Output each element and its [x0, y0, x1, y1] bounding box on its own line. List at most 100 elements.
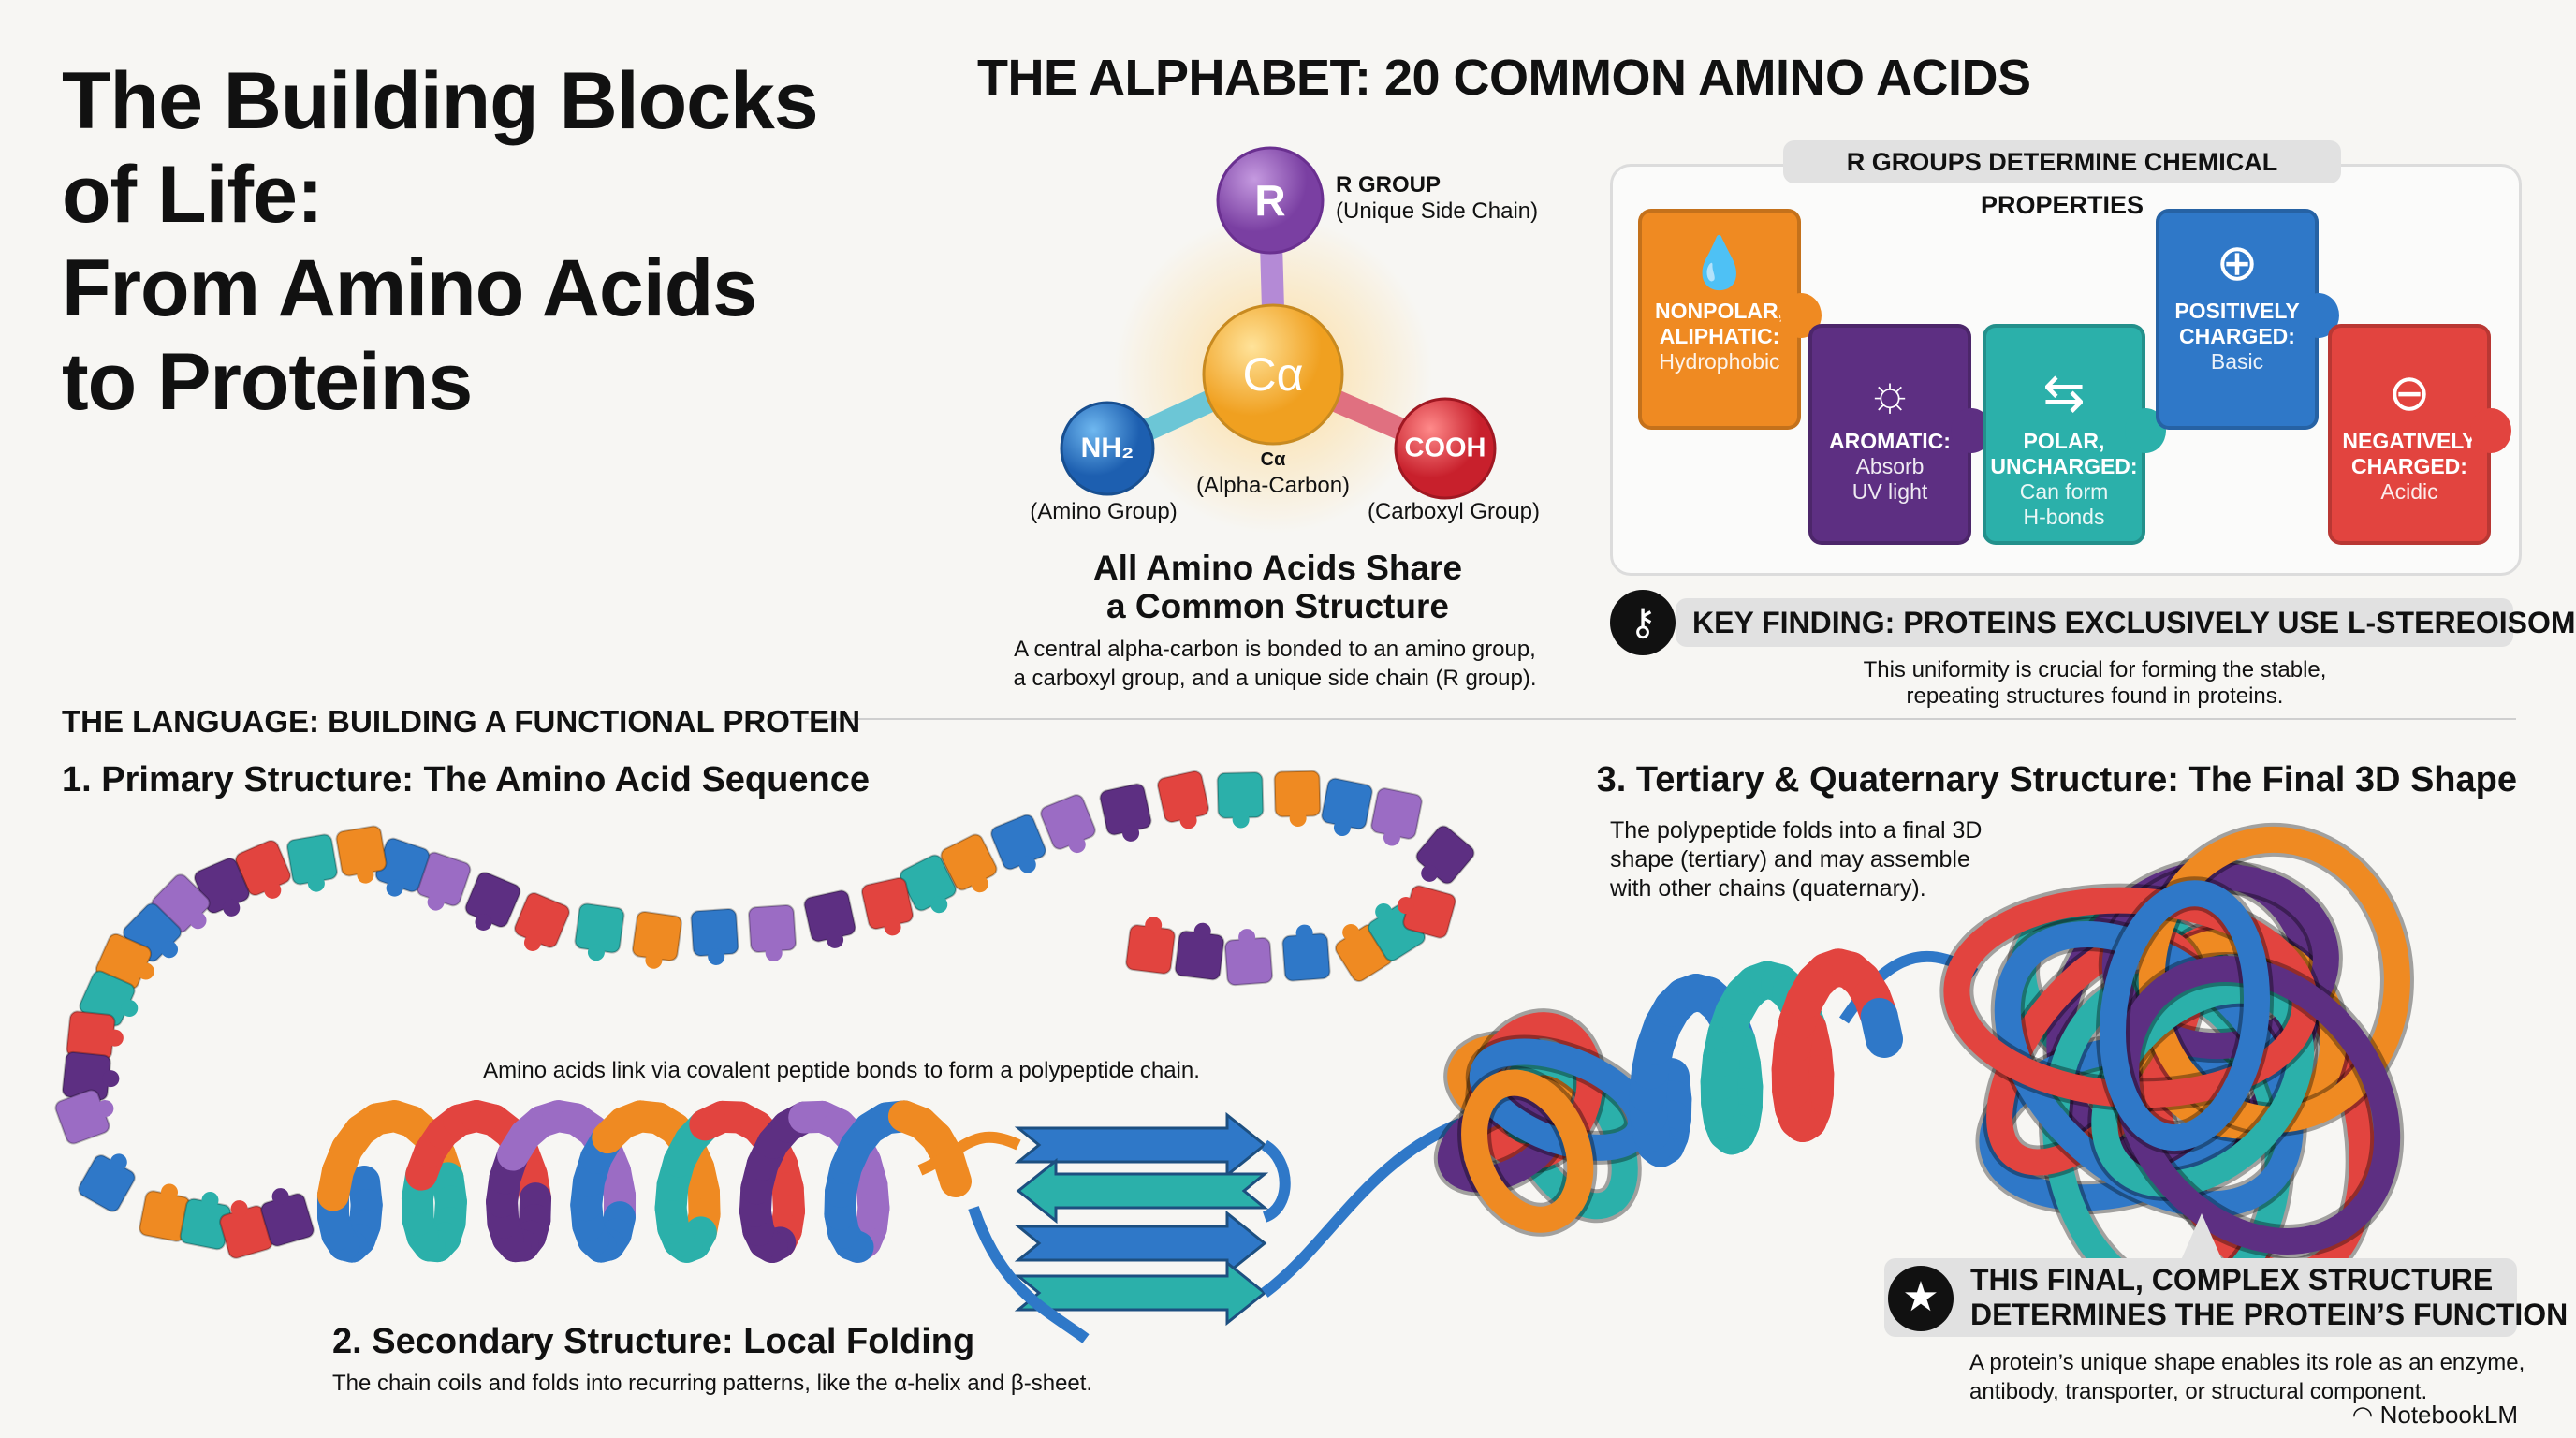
callout-pointer — [2181, 1213, 2222, 1260]
block-knob — [201, 1191, 219, 1209]
block-knob — [1333, 819, 1351, 837]
helix-segment — [932, 1141, 972, 1197]
alpha-helix — [316, 1100, 972, 1263]
block-knob — [1145, 917, 1163, 934]
block-knob — [386, 879, 403, 897]
block-knob — [137, 962, 154, 980]
brand-name: NotebookLM — [2379, 1401, 2518, 1429]
title-line: to Proteins — [62, 337, 473, 427]
title-line: of Life: — [62, 150, 324, 240]
plus-circle-icon: ⊕ — [2216, 235, 2259, 291]
hands-bond-icon: ⇆ — [2042, 365, 2086, 421]
amino-acid-block — [803, 889, 856, 948]
shared-structure-description: A central alpha-carbon is bonded to an a… — [1013, 635, 1536, 693]
coil-strand — [917, 1131, 1021, 1176]
piece-title: AROMATIC: — [1829, 429, 1951, 453]
amino-acid-block — [1415, 825, 1475, 885]
coil-strand — [1261, 1118, 1463, 1298]
block-knob — [1295, 924, 1313, 942]
r-group-piece: 💧NONPOLAR,ALIPHATIC:Hydrophobic — [1638, 209, 1822, 430]
primary-structure-description: Amino acids link via covalent peptide bo… — [483, 1058, 1200, 1083]
alphabet-heading: THE ALPHABET: 20 COMMON AMINO ACIDS — [977, 50, 2031, 106]
block-knob — [1232, 811, 1250, 829]
block-knob — [971, 875, 988, 893]
block-body — [78, 1154, 136, 1212]
fold-loop — [2099, 880, 2271, 1152]
block-knob — [1068, 836, 1086, 854]
block-knob — [427, 893, 445, 911]
desc-line: A protein’s unique shape enables its rol… — [1969, 1350, 2525, 1375]
title-line: The Building Blocks — [62, 56, 819, 146]
r-group-label: R GROUP — [1336, 172, 1442, 198]
block-knob — [102, 1070, 120, 1088]
carboxyl-group-label: (Carboxyl Group) — [1367, 499, 1541, 524]
amino-acid-block — [690, 907, 739, 965]
title-line: From Amino Acids — [62, 243, 757, 333]
amino-acid-block — [1099, 783, 1152, 842]
primary-chain — [54, 770, 1475, 1259]
amino-acid-block — [1040, 794, 1096, 854]
water-drop-icon: 💧 — [1688, 235, 1751, 291]
block-knob — [475, 913, 492, 931]
r-bond — [1260, 232, 1284, 320]
desc-line: A central alpha-carbon is bonded to an a… — [1014, 637, 1536, 662]
desc-line: shape (tertiary) and may assemble — [1610, 846, 1970, 873]
amino-acid-block — [860, 876, 915, 936]
amino-acid-block — [990, 814, 1046, 873]
page-title: The Building Blocks of Life: From Amino … — [62, 54, 819, 429]
block-body — [990, 814, 1046, 871]
amino-acid-molecule — [1060, 146, 1497, 534]
function-description: A protein’s unique shape enables its rol… — [1969, 1348, 2525, 1406]
block-knob — [1122, 824, 1140, 842]
block-knob — [1179, 812, 1197, 829]
tertiary-structure-description: The polypeptide folds into a final 3D sh… — [1610, 816, 1982, 903]
amino-bond — [1131, 387, 1228, 444]
amino-acid-block — [374, 837, 431, 897]
carboxyl-bond — [1318, 387, 1420, 444]
heading-line: All Amino Acids Share — [1092, 549, 1463, 587]
alpha-carbon-sublabel: (Alpha-Carbon) — [1195, 473, 1351, 498]
amino-acid-block — [1397, 885, 1456, 939]
beta-strand-arrow — [1016, 1157, 1269, 1225]
piece-title: CHARGED: — [2351, 454, 2467, 478]
block-knob — [1383, 829, 1400, 846]
function-banner: THIS FINAL, COMPLEX STRUCTURE DETERMINES… — [1884, 1258, 2568, 1337]
piece-subtitle: UV light — [1852, 479, 1928, 504]
amino-acid-block — [260, 1188, 315, 1247]
block-knob — [587, 944, 605, 961]
piece-title: POLAR, — [2023, 429, 2105, 453]
block-knob — [223, 899, 241, 917]
block-knob — [708, 947, 725, 965]
secondary-structure-description: The chain coils and folds into recurring… — [332, 1371, 1093, 1396]
block-knob — [230, 1200, 248, 1218]
key-finding-banner: KEY FINDING: PROTEINS EXCLUSIVELY USE L-… — [1676, 598, 2576, 647]
block-knob — [523, 933, 541, 951]
fold-loop — [1461, 1069, 1594, 1233]
amino-acid-block — [335, 825, 388, 884]
block-knob — [110, 1153, 127, 1171]
heading-line: a Common Structure — [1106, 587, 1449, 625]
amino-acid-block — [286, 833, 338, 892]
ca-symbol: Cα — [1242, 348, 1304, 401]
block-knob — [357, 866, 374, 884]
amino-acid-block — [940, 833, 998, 893]
shared-structure-heading: All Amino Acids Share a Common Structure — [1093, 549, 1462, 625]
brand-logo: ◠ NotebookLM — [2352, 1401, 2518, 1430]
block-knob — [160, 1183, 178, 1201]
amino-acid-block — [66, 1010, 124, 1061]
block-knob — [189, 912, 207, 930]
banner-line: THIS FINAL, COMPLEX STRUCTURE — [1970, 1263, 2494, 1297]
piece-title: UNCHARGED: — [1990, 454, 2138, 478]
sun-icon: ☼ — [1866, 365, 1913, 421]
amino-acid-block — [1273, 770, 1322, 827]
primary-structure-title: 1. Primary Structure: The Amino Acid Seq… — [62, 760, 870, 800]
piece-subtitle: Can form — [2019, 479, 2109, 504]
section-divider — [805, 718, 2516, 720]
amino-group-label: (Amino Group) — [1030, 499, 1178, 524]
helix-segment — [1629, 948, 1903, 1167]
amino-acid-block — [1125, 917, 1176, 975]
language-heading: THE LANGUAGE: BUILDING A FUNCTIONAL PROT… — [62, 704, 861, 739]
